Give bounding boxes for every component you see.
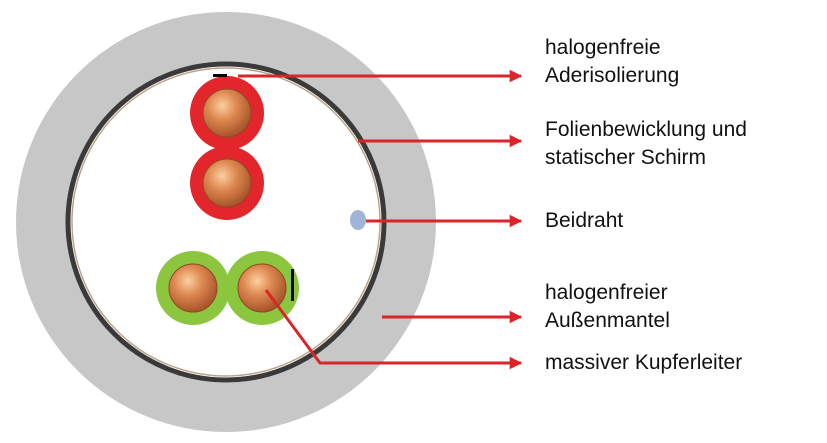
label-drain-wire: Beidraht xyxy=(545,207,623,235)
green-core-left xyxy=(156,251,230,325)
core-marking-vertical xyxy=(291,269,294,301)
label-outer-jacket-line1: halogenfreier xyxy=(545,281,668,304)
label-foil-shield: Folienbewicklung und statischer Schirm xyxy=(545,116,747,172)
red-core-top xyxy=(190,76,264,150)
label-foil-shield-line1: Folienbewicklung und xyxy=(545,118,747,141)
red-core-bottom xyxy=(190,146,264,220)
label-conductor: massiver Kupferleiter xyxy=(545,349,742,377)
label-core-insulation: halogenfreie Aderisolierung xyxy=(545,34,679,90)
label-conductor-line1: massiver Kupferleiter xyxy=(545,351,743,374)
green-core-right xyxy=(225,251,299,325)
label-core-insulation-line2: Aderisolierung xyxy=(545,64,680,87)
label-outer-jacket: halogenfreier Außenmantel xyxy=(545,279,670,335)
label-outer-jacket-line2: Außenmantel xyxy=(545,309,670,332)
core-marking-horizontal xyxy=(213,74,227,77)
label-core-insulation-line1: halogenfreie xyxy=(545,36,661,59)
drain-wire xyxy=(350,210,366,230)
label-foil-shield-line2: statischer Schirm xyxy=(545,146,707,169)
arrow-conductor xyxy=(264,289,523,370)
label-drain-wire-line1: Beidraht xyxy=(545,209,624,232)
